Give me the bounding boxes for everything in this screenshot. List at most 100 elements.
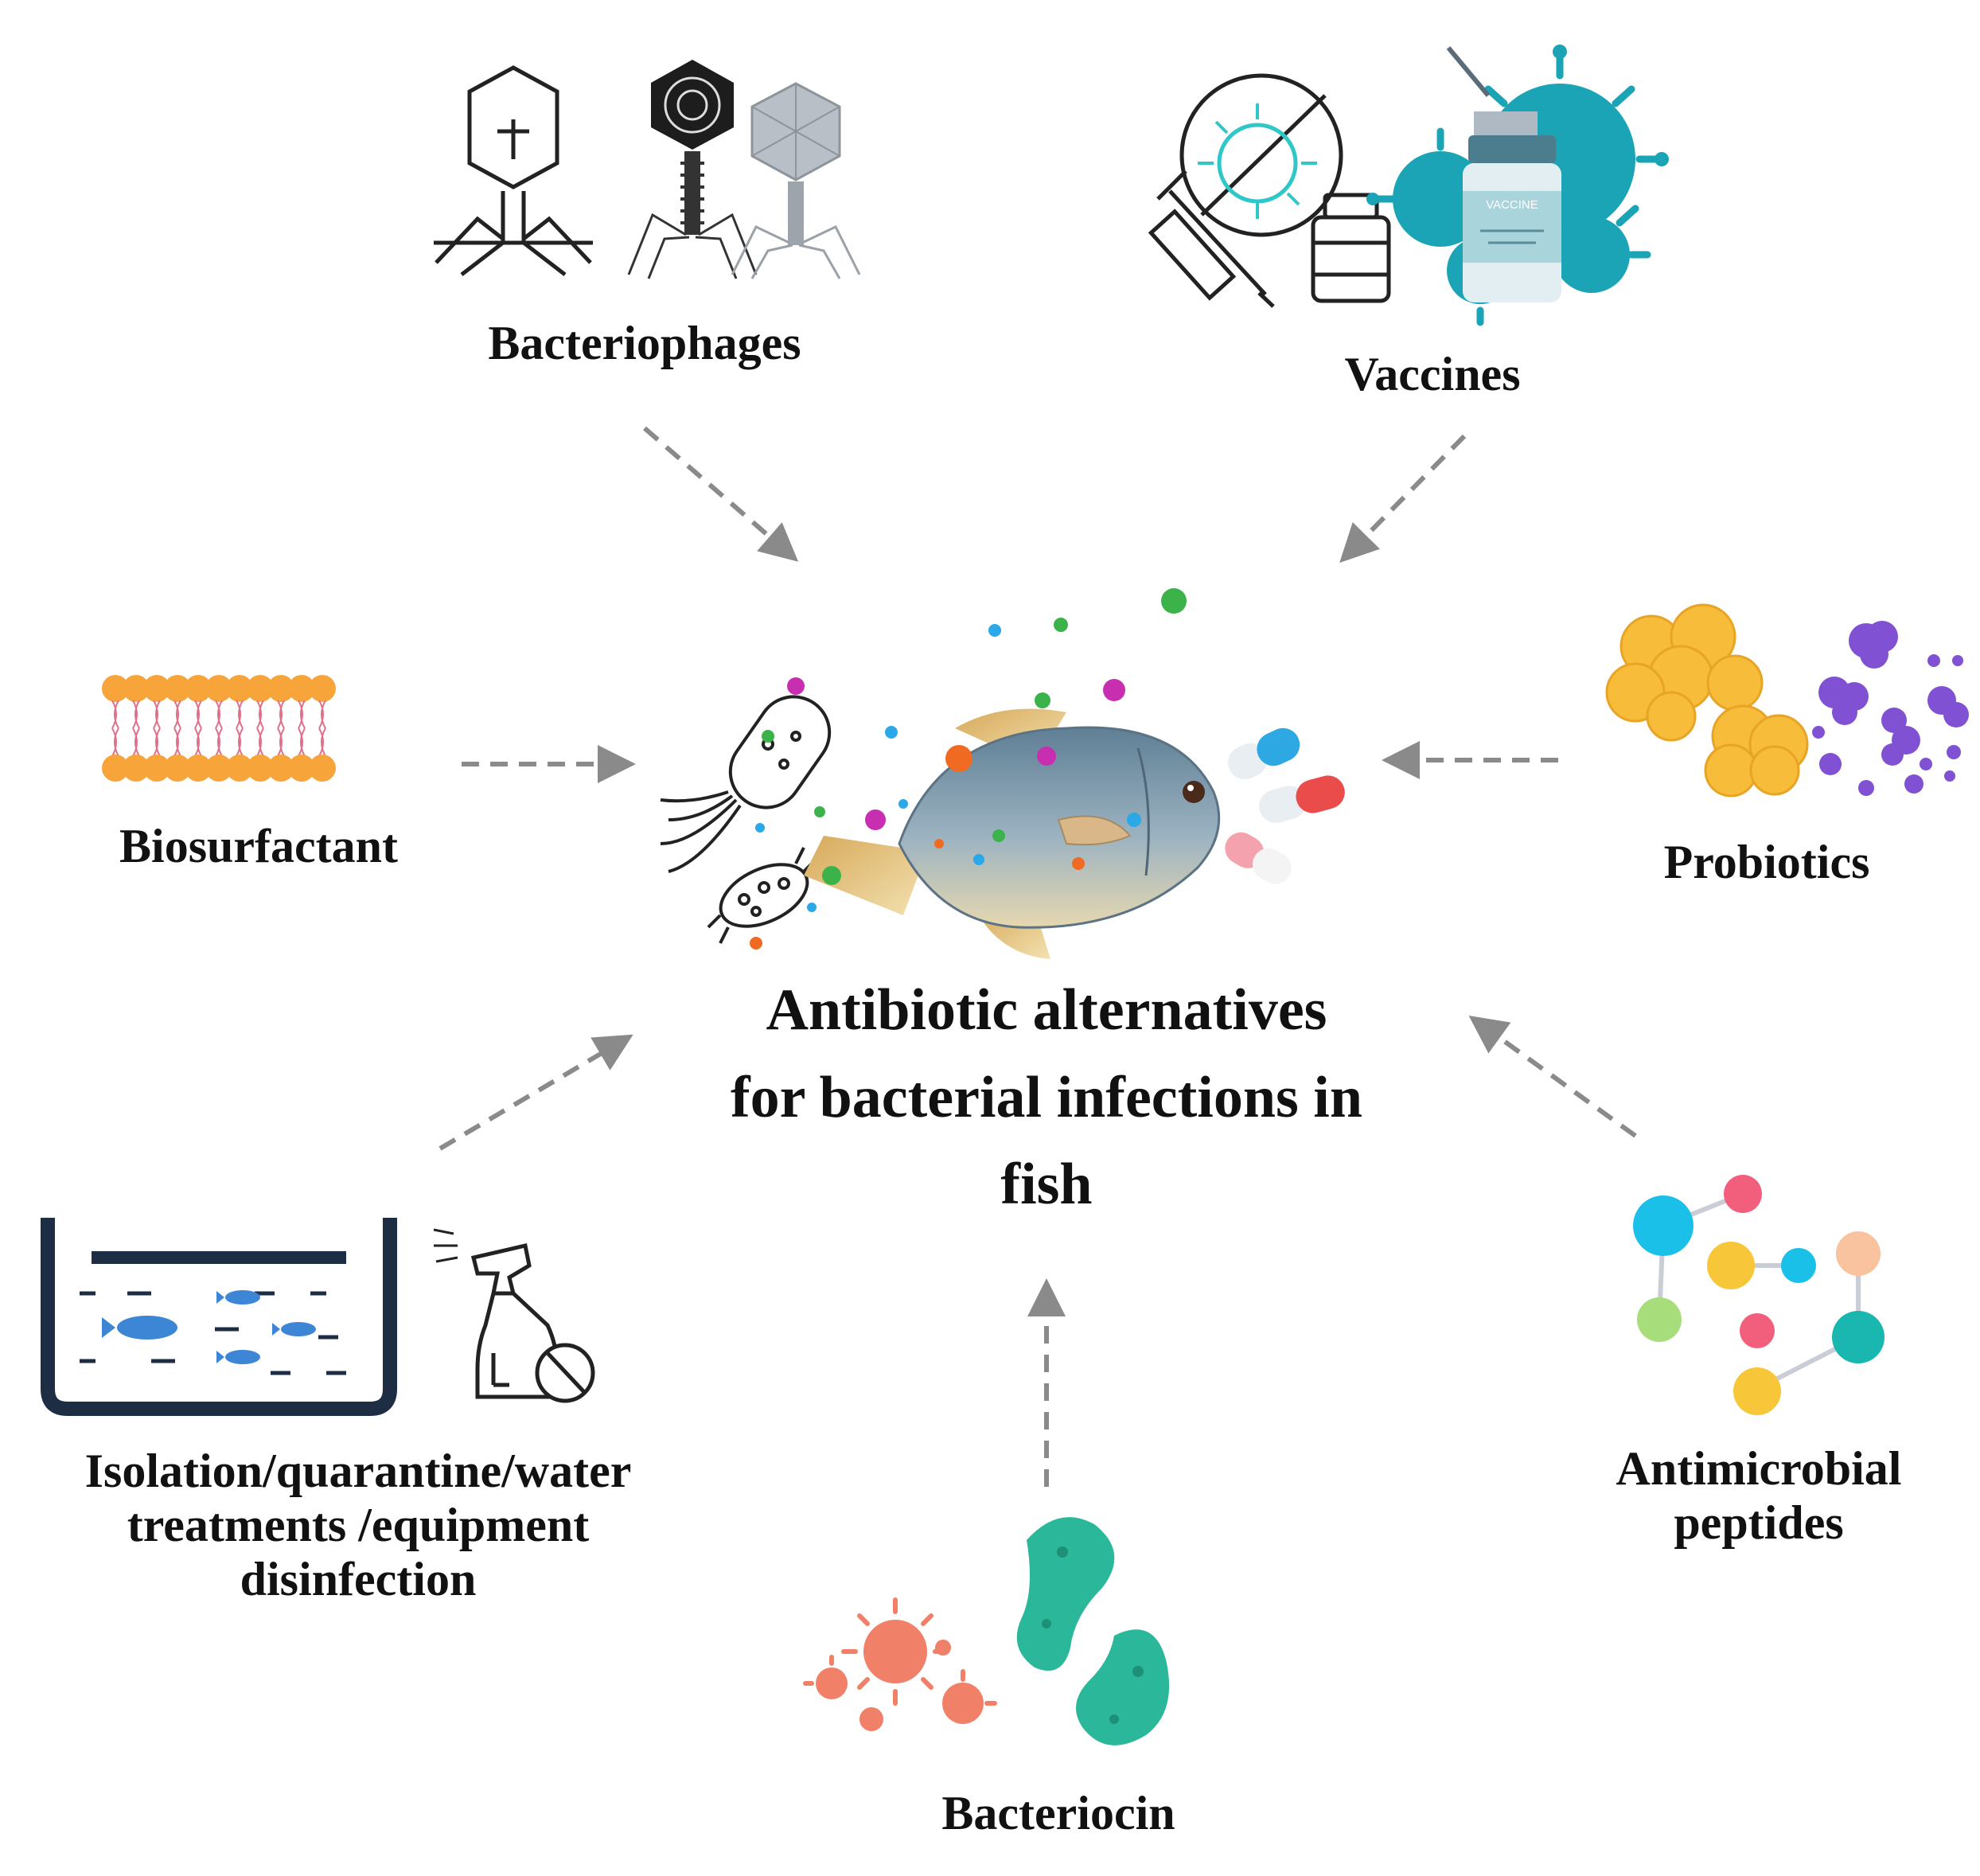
rod-bacterium-icon [660,695,832,873]
lipid-head [185,675,212,702]
lipid-tail [318,700,324,729]
lipid-tail [256,727,262,757]
arrow-amp [1468,1015,1637,1138]
lipid-tail [194,727,200,757]
lipid-tail [236,700,241,729]
lipid-tail [132,700,138,729]
label-bacteriocin: Bacteriocin [941,1787,1175,1839]
probiotics-icons [1605,603,1969,798]
lipid-head [309,675,336,702]
lipid-tail [236,727,241,757]
lipid-tail [318,727,324,757]
label-amp-line-2: peptides [1674,1496,1844,1549]
lipid-tail [321,727,326,757]
bacteriocin-icons [803,1517,1170,1745]
center-title-line-1: Antibiotic alternatives [766,977,1327,1043]
lipid-head [205,755,232,782]
lipid-tail [194,700,200,729]
lipid-head [164,755,191,782]
lipid-head [288,675,315,702]
lipid-head [309,755,336,782]
yeast-cluster-icon [1605,603,1809,798]
oval-bacterium-icon [707,847,817,944]
lipid-tail [134,700,140,729]
label-isolation-line-1: Isolation/quarantine/water [84,1445,632,1497]
arrow-isolation [438,1034,633,1151]
lipid-tail [114,700,119,729]
lipid-tail [238,700,244,729]
center-title-line-2: for bacterial infections in [730,1064,1363,1130]
lipid-tail [176,700,181,729]
lipid-tail [173,700,179,729]
lipid-tail [298,700,303,729]
lipid-tail [277,727,283,757]
lipid-head [226,755,253,782]
phage-dark-icon [627,60,758,279]
antimicrobial-peptide-icon [1633,1175,1885,1415]
lipid-head [247,675,274,702]
lipid-head [267,755,294,782]
vial-outline-icon [1311,193,1391,303]
lipid-tail [153,700,158,729]
lipid-tail [155,727,161,757]
biosurfactant-membrane-icon [102,675,336,782]
lipid-head [267,675,294,702]
vaccine-icons: VACCINE [1148,45,1669,326]
lipid-head [247,755,274,782]
lipid-tail [155,700,161,729]
lipid-tail [300,727,306,757]
germ-particles [750,588,1187,950]
lipid-head [123,675,150,702]
green-bacteria-icon [1016,1517,1170,1745]
lipid-head [288,755,315,782]
lipid-head [205,675,232,702]
lipid-tail [153,727,158,757]
label-isolation: Isolation/quarantine/water treatments /e… [24,1445,692,1606]
lipid-tail [259,727,264,757]
arrow-vaccines [1339,434,1467,564]
lipid-tail [215,700,220,729]
spray-bottle-icon [433,1228,595,1403]
label-isolation-line-3: disinfection [240,1552,477,1605]
vial-label: VACCINE [1486,198,1538,212]
label-vaccines: Vaccines [1344,348,1521,400]
lipid-tail [259,700,264,729]
lipid-tail [197,700,202,729]
lipid-tail [256,700,262,729]
label-probiotics: Probiotics [1663,836,1870,888]
lipid-tail [197,727,202,757]
lipid-tail [132,727,138,757]
lipid-tail [173,727,179,757]
arrows [438,426,1637,1487]
syringe-icon [1148,170,1275,308]
label-biosurfactant: Biosurfactant [119,820,398,872]
phage-outline-icon [434,65,593,276]
virus-crossed-icon [1179,73,1343,237]
lipid-tail [176,727,181,757]
phage-grey-icon [731,82,861,279]
lipid-tail [277,700,283,729]
lipid-head [185,755,212,782]
center-title: Antibiotic alternatives for bacterial in… [649,967,1444,1229]
label-bacteriophages: Bacteriophages [488,317,801,369]
label-isolation-line-2: treatments /equipment [127,1498,590,1551]
label-amp-line-1: Antimicrobial [1616,1442,1902,1495]
coral-virus-icon [803,1597,997,1731]
lipid-tail [279,727,285,757]
lipid-head [102,755,129,782]
vial-teal-icon: VACCINE [1446,46,1561,302]
lipid-tail [217,727,223,757]
pill-capsules-icon [1225,727,1345,884]
arrow-bacteriophages [643,426,799,562]
quarantine-tank-icon [41,1218,397,1416]
bacteriophage-icons [434,60,861,279]
lipid-tail [279,700,285,729]
isolation-icons [41,1218,595,1416]
center-title-line-3: fish [1000,1152,1093,1218]
lipid-tail [111,700,117,729]
lipid-tail [134,727,140,757]
purple-bacteria-icon [1812,621,1969,796]
lipid-head [143,675,170,702]
lipid-tail [298,727,303,757]
